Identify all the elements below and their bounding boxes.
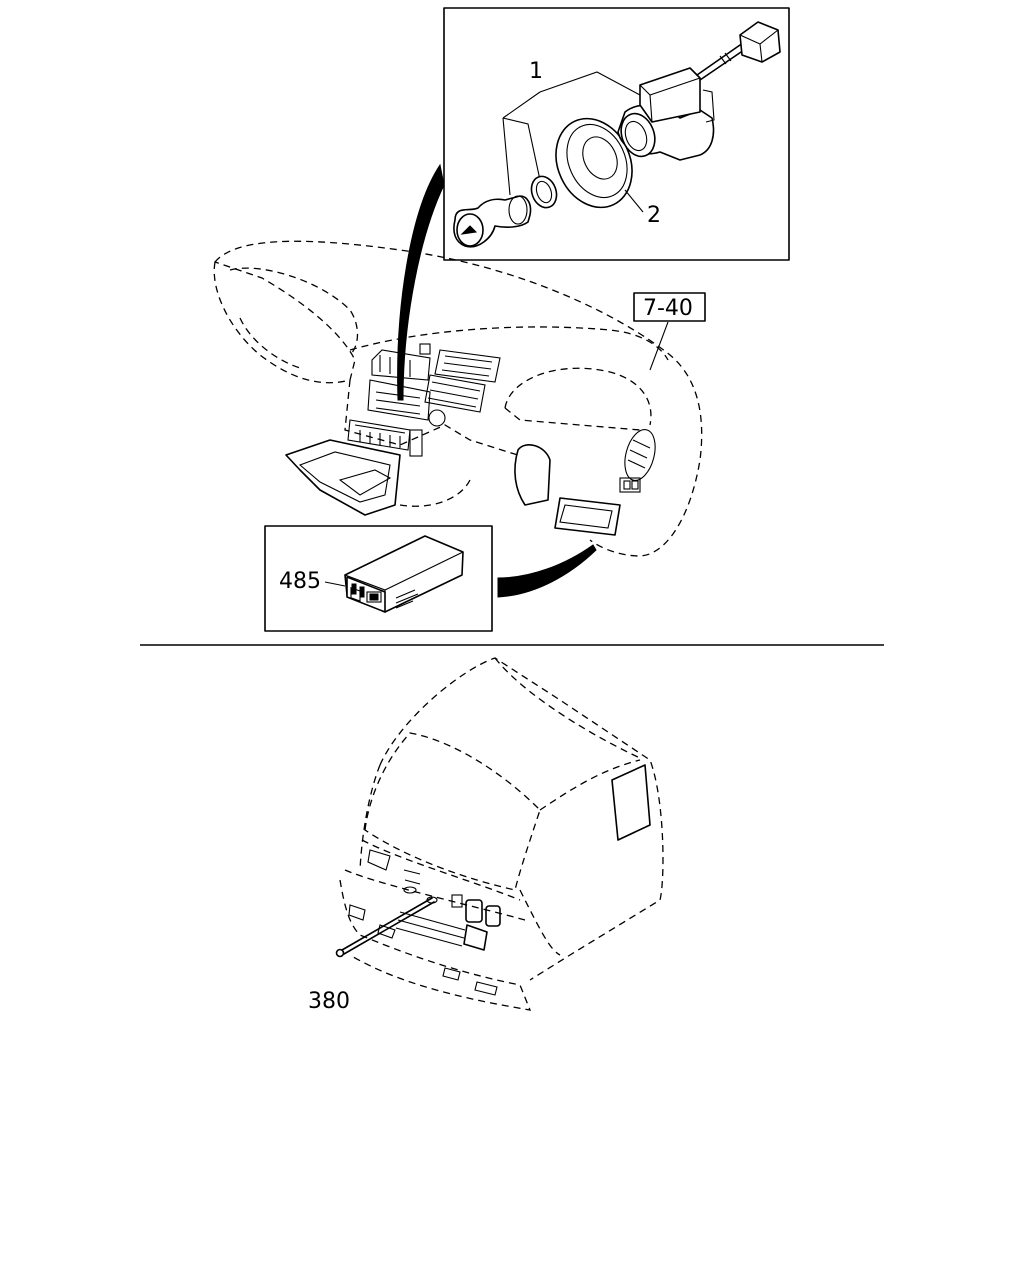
callout-part-485: 485 — [279, 569, 321, 594]
cigar-lighter-inset — [443, 7, 790, 261]
dashboard-assembly — [213, 240, 703, 557]
callout-part-2: 2 — [647, 203, 661, 228]
callout-part-380: 380 — [308, 989, 350, 1014]
callout-ref-7-40: 7-40 — [643, 296, 693, 321]
lighter-leader — [397, 163, 445, 401]
module-inset — [264, 525, 493, 632]
truck-cab — [335, 657, 664, 1011]
module-leader — [497, 544, 597, 598]
ref-7-40-callout — [633, 292, 706, 371]
callout-part-1: 1 — [529, 59, 543, 84]
